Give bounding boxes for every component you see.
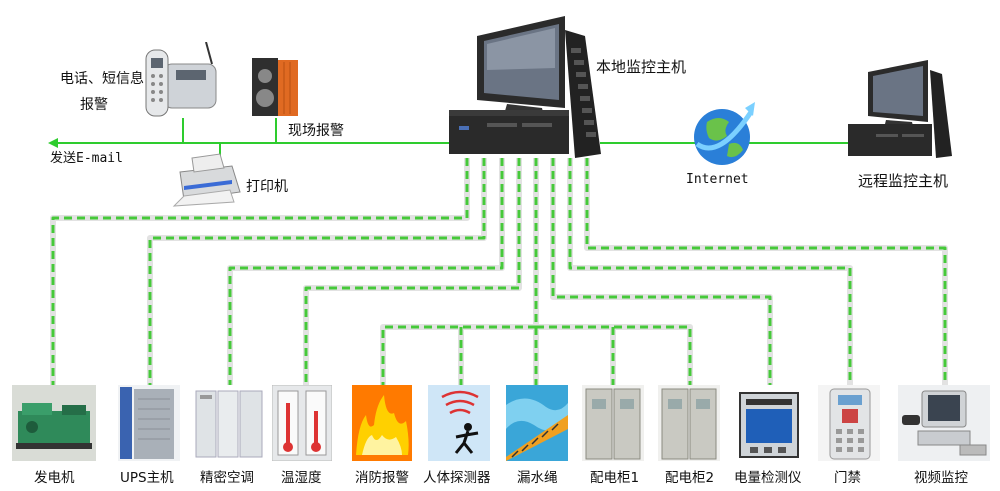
cabinet-2-icon bbox=[658, 385, 720, 461]
power-meter-label: 电量检测仪 bbox=[734, 470, 802, 486]
temp-humidity-label: 温湿度 bbox=[281, 470, 322, 486]
phone-icon bbox=[145, 42, 217, 117]
local-host-label: 本地监控主机 bbox=[596, 58, 687, 76]
generator-label: 发电机 bbox=[34, 470, 75, 486]
door-access-label: 门禁 bbox=[834, 470, 861, 486]
human-detector-icon bbox=[428, 385, 490, 461]
speaker-icon bbox=[252, 58, 298, 116]
internet-globe-icon bbox=[694, 102, 755, 165]
precision-ac-icon bbox=[192, 385, 266, 461]
site-alarm-label: 现场报警 bbox=[288, 123, 344, 139]
precision-ac-label: 精密空调 bbox=[200, 470, 254, 486]
door-access-icon bbox=[818, 385, 880, 461]
cabinet-2-label: 配电柜2 bbox=[665, 470, 715, 486]
internet-label: Internet bbox=[686, 172, 749, 187]
leak-rope-label: 漏水绳 bbox=[517, 470, 558, 486]
remote-host-label: 远程监控主机 bbox=[858, 172, 949, 190]
local-host-computer-icon bbox=[449, 16, 601, 158]
cabinet-1-icon bbox=[582, 385, 644, 461]
power-meter-icon bbox=[736, 385, 802, 461]
fire-alarm-label: 消防报警 bbox=[355, 470, 409, 486]
thermometer-icon bbox=[272, 385, 332, 461]
human-detector-label: 人体探测器 bbox=[423, 470, 491, 486]
phone-alarm-label-line1: 电话、短信息 bbox=[60, 71, 144, 87]
phone-alarm-label-line2: 报警 bbox=[80, 97, 108, 113]
send-email-label: 发送E-mail bbox=[50, 151, 123, 166]
video-monitor-label: 视频监控 bbox=[914, 470, 968, 486]
printer-label: 打印机 bbox=[246, 179, 288, 195]
ups-icon bbox=[118, 385, 180, 461]
printer-icon bbox=[172, 153, 241, 207]
ups-label: UPS主机 bbox=[120, 470, 174, 486]
fire-alarm-icon bbox=[352, 385, 412, 461]
video-monitor-icon bbox=[898, 385, 990, 461]
generator-icon bbox=[12, 385, 96, 461]
cabinet-1-label: 配电柜1 bbox=[590, 470, 640, 486]
email-arrow-icon bbox=[48, 138, 58, 148]
remote-host-computer-icon bbox=[848, 60, 952, 158]
leak-rope-icon bbox=[506, 385, 568, 461]
